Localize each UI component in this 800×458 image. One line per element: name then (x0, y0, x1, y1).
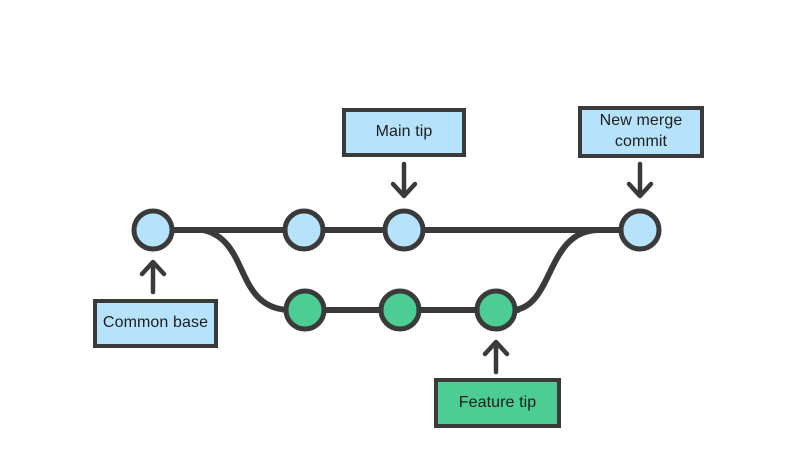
commit-node-main-3 (382, 208, 426, 252)
commit-node-feature-1 (283, 288, 327, 332)
commit-nodes (131, 208, 662, 332)
arrow-common-base (139, 259, 167, 295)
feature-tip-label-box: Feature tip (434, 378, 561, 428)
commit-node-main-2 (282, 208, 326, 252)
feature-tip-label: Feature tip (458, 393, 537, 411)
arrow-main-tip (390, 161, 418, 199)
arrow-feature-tip (482, 339, 510, 375)
merge-in-curve (511, 227, 601, 313)
branch-out-curve (200, 227, 291, 313)
main-tip-label: Main tip (375, 123, 433, 141)
arrow-new-merge-commit (626, 161, 654, 199)
common-base-label-box: Common base (93, 299, 218, 348)
commit-node-main-4 (618, 208, 662, 252)
commit-node-feature-3 (474, 288, 518, 332)
commit-node-feature-2 (378, 288, 422, 332)
common-base-label: Common base (102, 314, 209, 332)
commit-node-main-1 (131, 208, 175, 252)
new-merge-commit-label: New merge commit (599, 112, 683, 150)
main-tip-label-box: Main tip (342, 108, 466, 157)
new-merge-commit-label-box: New merge commit (578, 106, 704, 158)
